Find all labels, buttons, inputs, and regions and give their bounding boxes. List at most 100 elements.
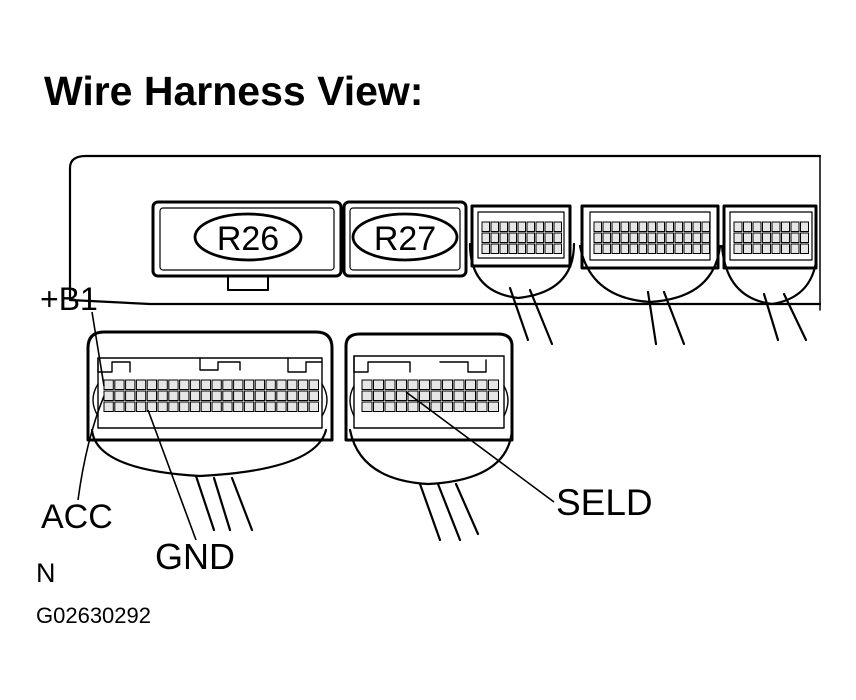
pin-cavity bbox=[656, 243, 665, 254]
pin-cavity bbox=[620, 232, 629, 243]
pin-cavity bbox=[488, 390, 499, 401]
pin-cavity bbox=[243, 401, 255, 412]
pin-cavity bbox=[125, 379, 136, 390]
pin-cavity bbox=[308, 390, 320, 401]
pin-cavity bbox=[287, 390, 298, 401]
pin-cavity bbox=[476, 401, 488, 412]
pin-cavity bbox=[453, 390, 465, 401]
pin-cavity bbox=[265, 401, 276, 412]
pin-cavity bbox=[733, 221, 743, 232]
pin-cavity bbox=[254, 401, 265, 412]
pin-cavity bbox=[762, 232, 771, 243]
r26-label: R26 bbox=[217, 220, 279, 258]
pin-cavity bbox=[781, 221, 790, 232]
pin-cavity bbox=[508, 221, 517, 232]
pin-cavity bbox=[800, 232, 809, 243]
pin-cavity bbox=[620, 243, 629, 254]
pin-cavity bbox=[222, 390, 233, 401]
pin-cavity bbox=[611, 221, 620, 232]
pin-cavity bbox=[211, 379, 222, 390]
leader-b1 bbox=[91, 311, 105, 387]
pin-cavity bbox=[790, 243, 800, 254]
pin-cavity bbox=[146, 390, 157, 401]
pin-cavity bbox=[114, 390, 125, 401]
pin-cavity bbox=[419, 390, 430, 401]
pin-cavity bbox=[442, 401, 453, 412]
pin-cavity bbox=[233, 390, 244, 401]
pin-cavity bbox=[638, 243, 647, 254]
pin-cavity bbox=[743, 243, 752, 254]
pin-cavity bbox=[125, 390, 136, 401]
pin-cavity bbox=[771, 221, 781, 232]
pin-cavity bbox=[692, 221, 701, 232]
pin-cavity bbox=[800, 243, 809, 254]
pin-cavity bbox=[647, 243, 656, 254]
pin-cavity bbox=[771, 243, 781, 254]
pin-cavity bbox=[488, 401, 499, 412]
pin-cavity bbox=[544, 221, 553, 232]
pin-cavity bbox=[526, 232, 535, 243]
pin-cavity bbox=[476, 379, 488, 390]
pin-cavity bbox=[638, 232, 647, 243]
pin-cavity bbox=[407, 401, 419, 412]
socket-r26 bbox=[151, 200, 343, 291]
pin-cavity bbox=[125, 401, 136, 412]
pin-grid-plug-1 bbox=[481, 221, 562, 254]
pin-cavity bbox=[481, 232, 490, 243]
pin-cavity bbox=[361, 379, 373, 390]
pin-cavity bbox=[430, 379, 442, 390]
pin-label-acc: ACC bbox=[41, 498, 113, 536]
pin-cavity bbox=[781, 232, 790, 243]
pin-cavity bbox=[535, 232, 544, 243]
pin-cavity bbox=[233, 401, 244, 412]
pin-cavity bbox=[701, 243, 710, 254]
pin-cavity bbox=[481, 221, 490, 232]
pin-cavity bbox=[419, 401, 430, 412]
pin-cavity bbox=[297, 390, 309, 401]
harness-connector-1 bbox=[86, 330, 334, 532]
pin-cavity bbox=[168, 390, 179, 401]
pin-cavity bbox=[430, 401, 442, 412]
pin-cavity bbox=[179, 379, 190, 390]
pin-cavity bbox=[701, 232, 710, 243]
pin-cavity bbox=[611, 232, 620, 243]
pin-cavity bbox=[157, 401, 168, 412]
pin-cavity bbox=[211, 401, 222, 412]
pin-cavity bbox=[157, 379, 168, 390]
pin-cavity bbox=[752, 232, 762, 243]
pin-cavity bbox=[656, 221, 665, 232]
pin-cavity bbox=[465, 401, 476, 412]
pin-cavity bbox=[146, 379, 157, 390]
pin-cavity bbox=[103, 379, 114, 390]
pin-cavity bbox=[146, 401, 157, 412]
pin-cavity bbox=[544, 232, 553, 243]
pin-cavity bbox=[790, 232, 800, 243]
pin-cavity bbox=[488, 379, 499, 390]
pin-cavity bbox=[254, 390, 265, 401]
pin-label-gnd: GND bbox=[155, 536, 235, 577]
pin-cavity bbox=[384, 390, 396, 401]
figure-id: G02630292 bbox=[36, 603, 151, 628]
pin-cavity bbox=[222, 379, 233, 390]
pin-cavity bbox=[665, 232, 674, 243]
pin-cavity bbox=[276, 379, 287, 390]
pin-cavity bbox=[743, 221, 752, 232]
pin-cavity bbox=[189, 401, 201, 412]
pin-cavity bbox=[200, 401, 211, 412]
pin-cavity bbox=[692, 232, 701, 243]
pin-cavity bbox=[297, 401, 309, 412]
pin-cavity bbox=[762, 243, 771, 254]
pin-cavity bbox=[189, 390, 201, 401]
pin-cavity bbox=[692, 243, 701, 254]
pin-cavity bbox=[189, 379, 201, 390]
pin-cavity bbox=[254, 379, 265, 390]
pin-cavity bbox=[490, 232, 499, 243]
pin-cavity bbox=[396, 401, 407, 412]
pin-cavity bbox=[499, 221, 508, 232]
pin-cavity bbox=[407, 379, 419, 390]
pin-cavity bbox=[476, 390, 488, 401]
pin-cavity bbox=[683, 221, 692, 232]
pin-cavity bbox=[430, 390, 442, 401]
pin-cavity bbox=[103, 390, 114, 401]
